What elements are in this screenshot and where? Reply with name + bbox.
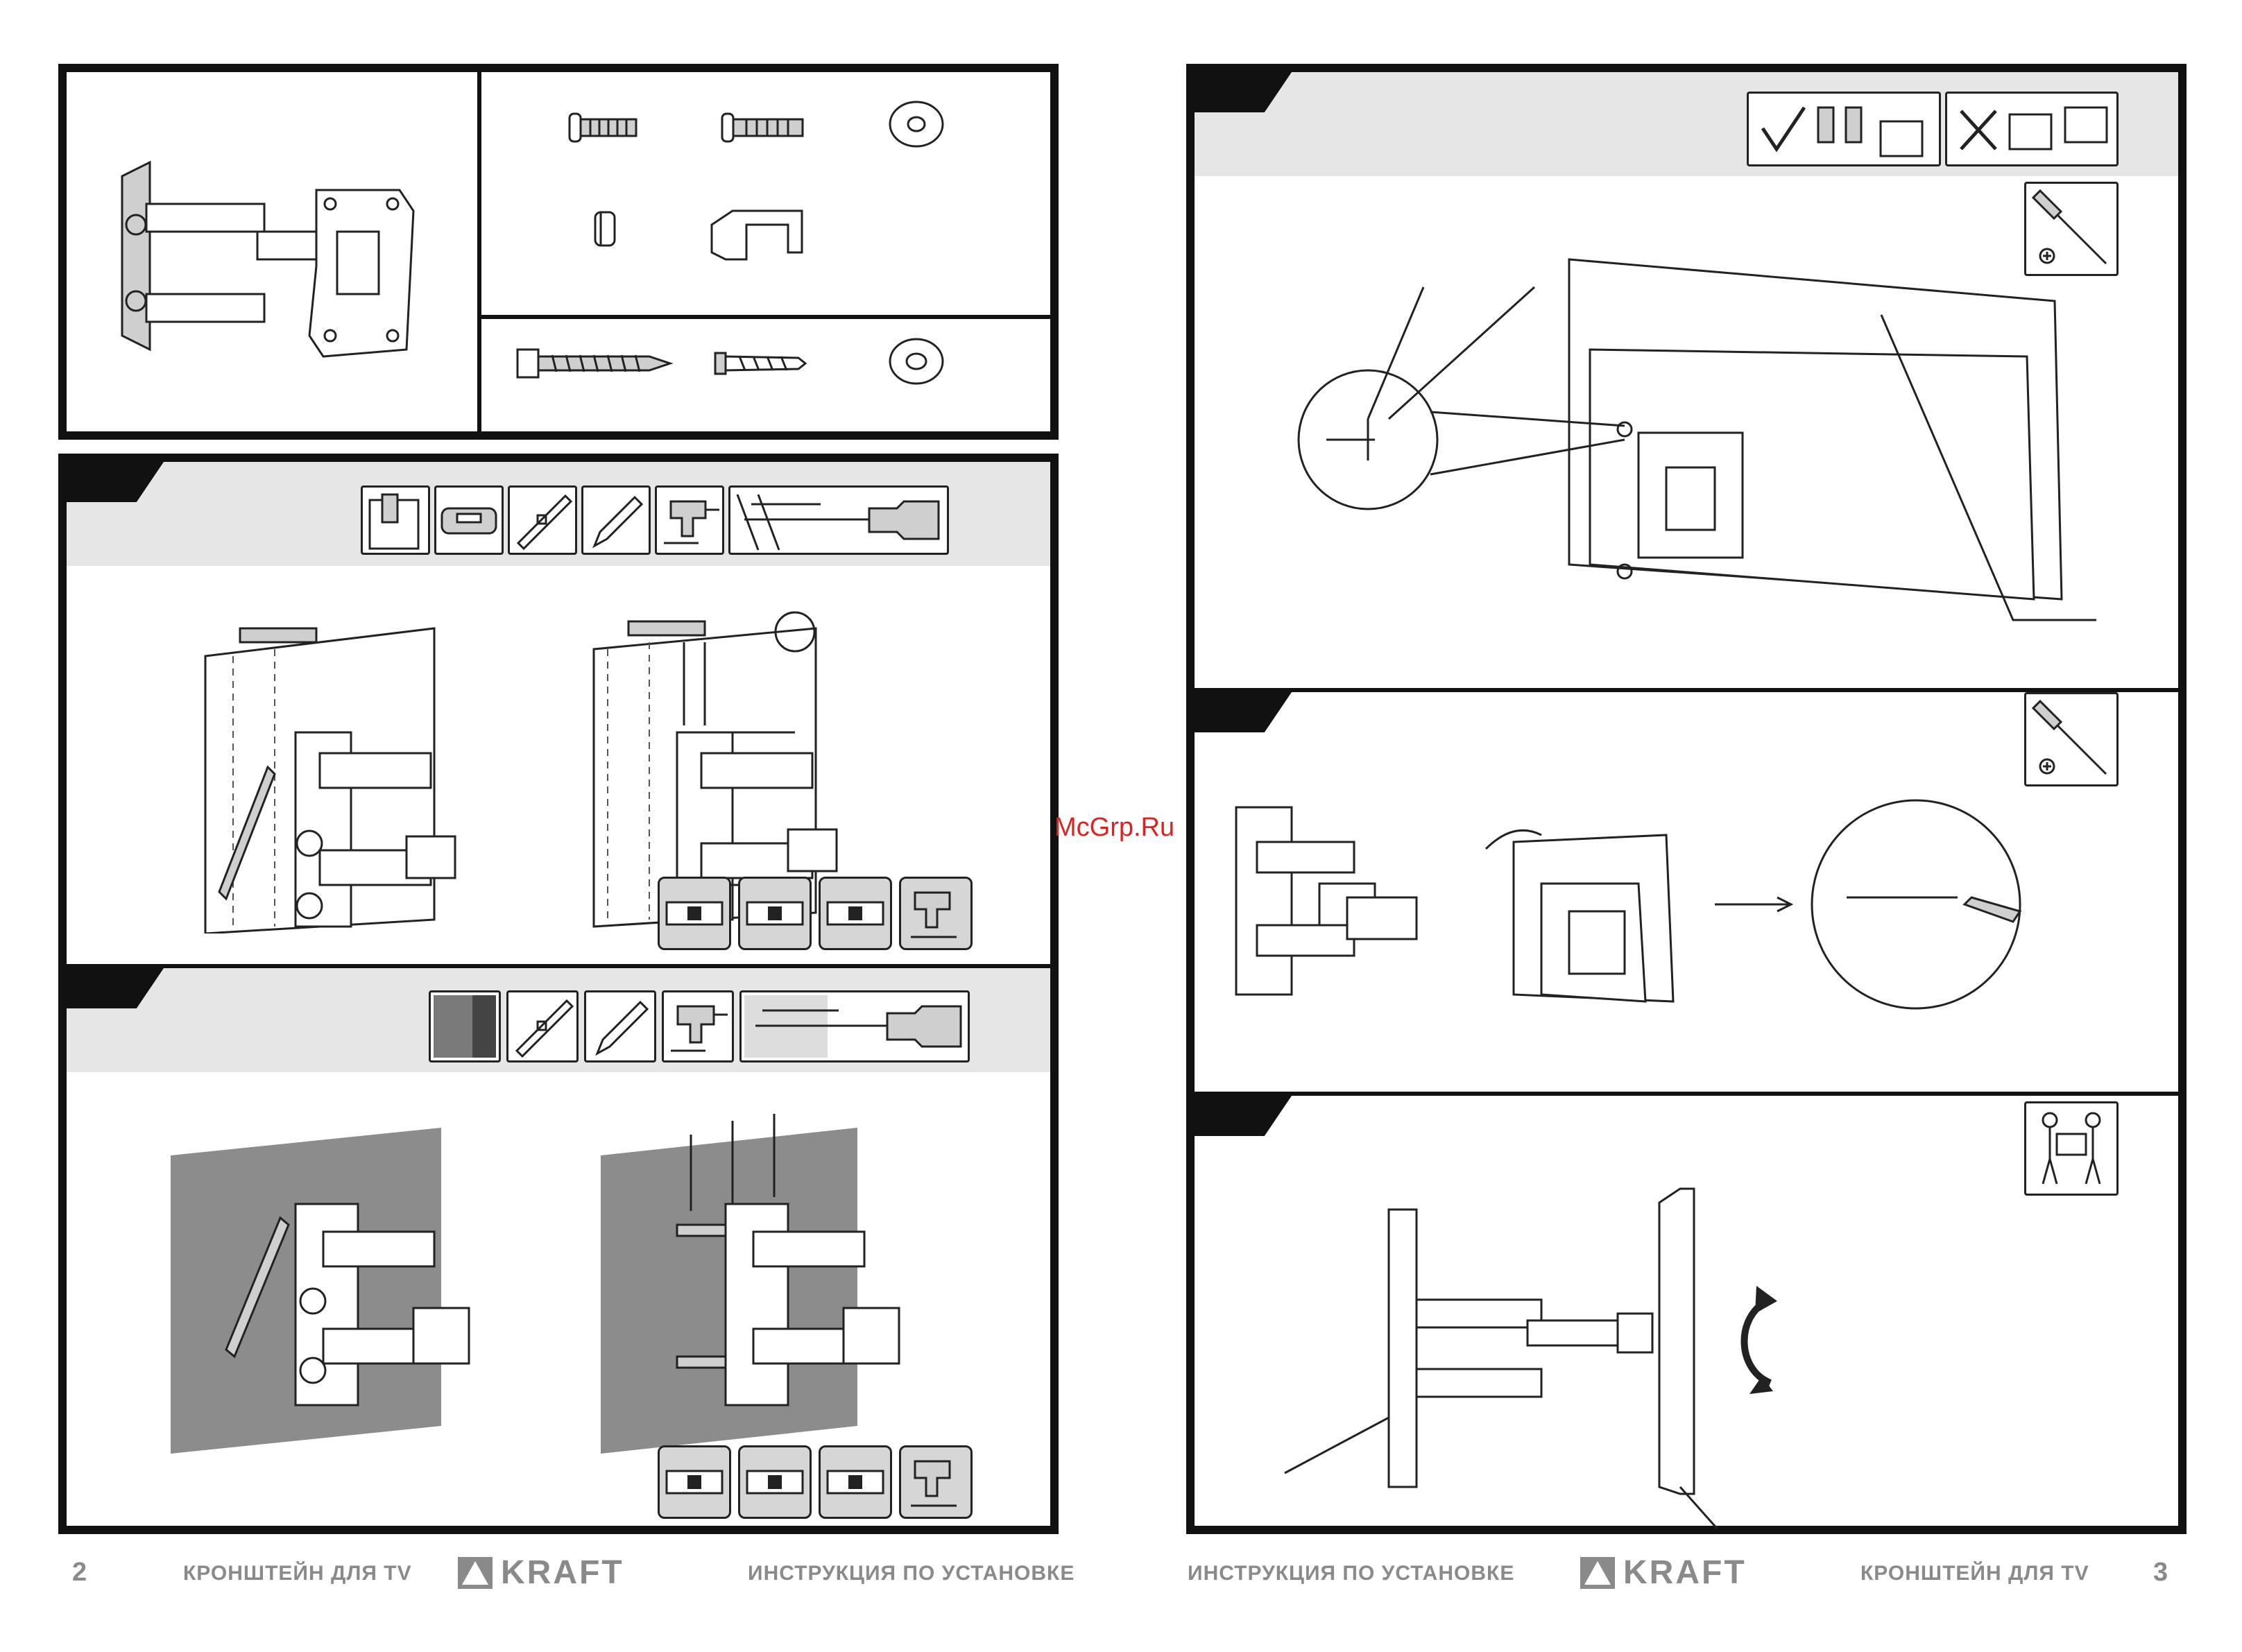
drill-icon [899,1445,973,1519]
kraft-logo-word: KRAFT [501,1554,624,1592]
stud-finder-icon [434,485,504,555]
kraft-logo-mark-icon [458,1557,493,1589]
drill-icon [662,990,734,1062]
drill-icon [655,485,724,555]
spacer-icon [591,208,619,250]
level-check-icon [658,877,731,950]
kraft-logo-mark-icon [1580,1557,1615,1589]
page-number-right: 3 [2153,1558,2168,1588]
concrete-wall-mark-illustration [164,1128,538,1461]
level-check-icon [738,877,812,950]
long-bolt-icon [719,107,809,148]
step-wood-wall-frame [58,454,1059,1534]
concrete-wall-icon [429,990,501,1062]
screwdriver-icon [2024,692,2119,786]
level-check-icon [738,1445,812,1519]
drill-bit-depth-icon [739,990,970,1062]
level-icon [508,485,577,555]
footer-title-left: КРОНШТЕЙН ДЛЯ TV [183,1562,412,1585]
wood-wall-icon [361,485,430,555]
step-divider [1195,1092,2178,1096]
footer-subtitle-right: ИНСТРУКЦИЯ ПО УСТАНОВКЕ [1188,1562,1514,1585]
step-marker [1195,1096,1292,1136]
large-washer-icon [885,330,948,393]
kraft-logo-word: KRAFT [1623,1554,1747,1592]
footer-title-right: КРОНШТЕЙН ДЛЯ TV [1860,1562,2089,1585]
short-bolt-icon [566,107,642,148]
drill-icon [899,877,973,950]
parts-frame [58,64,1059,440]
kraft-logo-left: KRAFT [458,1554,624,1592]
page-number-left: 2 [72,1558,87,1588]
lag-screw-icon [511,336,677,391]
compat-check-icon [1747,92,1941,166]
drill-bit-depth-icon [728,485,949,555]
kraft-logo-right: KRAFT [1580,1554,1747,1592]
level-check-icon [819,877,892,950]
step-frame-right [1186,64,2187,1534]
concrete-wall-screw-illustration [594,1107,982,1461]
level-icon [506,990,579,1062]
pencil-icon [581,485,651,555]
level-check-icon [658,1445,731,1519]
hang-tv-illustration [1222,793,2138,1071]
tilt-swivel-illustration [1264,1140,1888,1529]
pencil-icon [584,990,656,1062]
safety-clip-icon [705,204,816,266]
wall-anchor-icon [712,343,809,384]
compat-cross-icon [1945,92,2119,166]
watermark: McGrp.Ru [1054,813,1174,843]
step-marker [1195,692,1292,732]
bracket-assembly-icon [108,128,427,363]
wood-wall-mark-illustration [198,614,531,933]
tv-back-mount-illustration [1264,211,2096,641]
level-check-icon [819,1445,892,1519]
washer-icon [885,93,948,155]
footer-subtitle-left: ИНСТРУКЦИЯ ПО УСТАНОВКЕ [748,1562,1075,1585]
two-person-lift-icon [2024,1101,2119,1196]
